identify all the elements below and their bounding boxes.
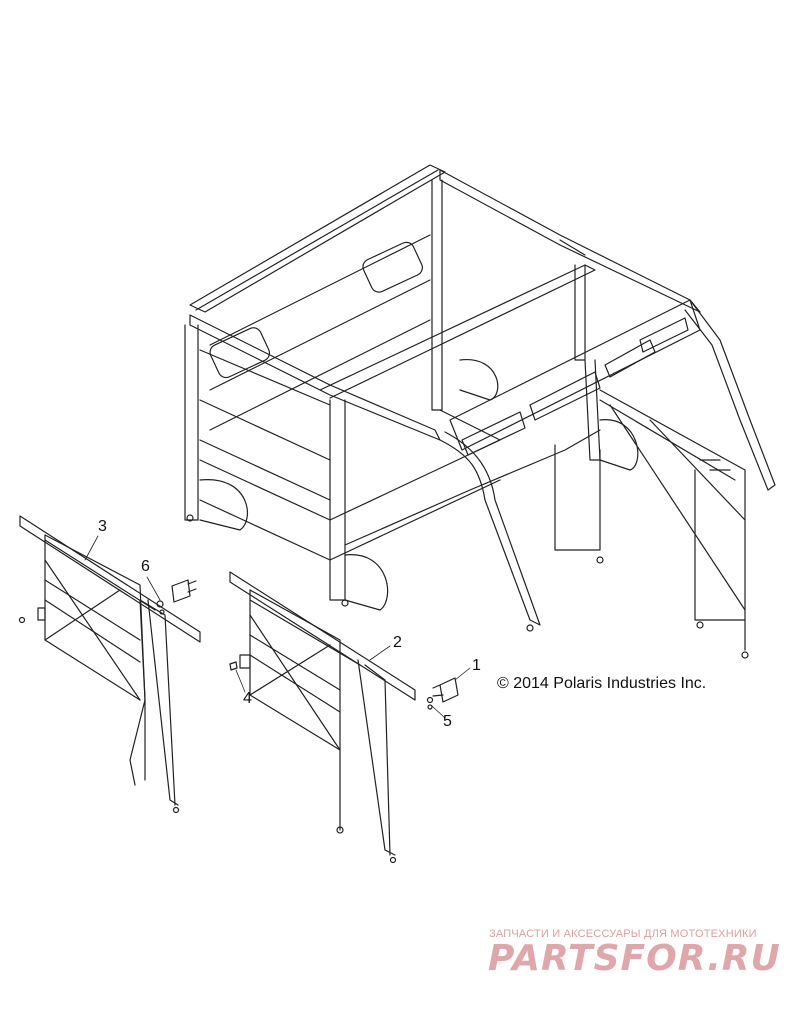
callout-4: 4 <box>243 690 252 707</box>
watermark-logo: PARTSFOR.RU <box>488 938 781 979</box>
door-net-3 <box>18 515 201 814</box>
callout-2: 2 <box>393 634 402 651</box>
hardware-4 <box>229 661 238 671</box>
door-net-2 <box>229 571 416 864</box>
leader-lines <box>84 535 471 719</box>
callout-3: 3 <box>98 518 107 535</box>
callout-5: 5 <box>443 713 452 730</box>
callout-1: 1 <box>472 657 481 674</box>
hardware-1 <box>426 677 459 710</box>
hardware-6 <box>156 579 197 615</box>
watermark-subtitle: ЗАПЧАСТИ И АКСЕССУАРЫ ДЛЯ МОТОТЕХНИКИ <box>489 928 757 940</box>
copyright-text: © 2014 Polaris Industries Inc. <box>497 675 707 692</box>
roll-cage <box>184 164 776 659</box>
callout-6: 6 <box>141 558 150 575</box>
